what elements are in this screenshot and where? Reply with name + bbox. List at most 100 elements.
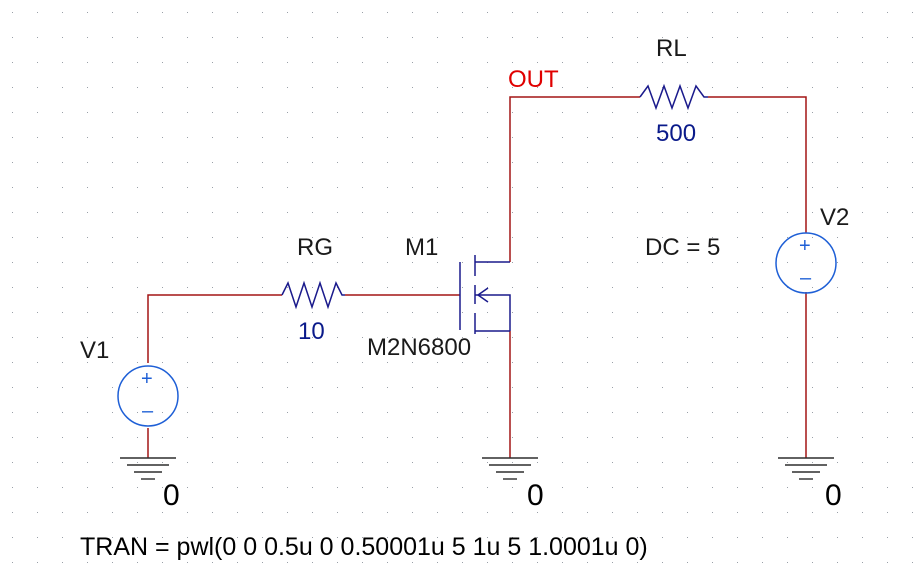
grid-dot [562, 212, 563, 213]
grid-dot [62, 287, 63, 288]
grid-dot [537, 312, 538, 313]
grid-dot [362, 237, 363, 238]
grid-dot [762, 62, 763, 63]
grid-dot [662, 212, 663, 213]
grid-dot [662, 537, 663, 538]
grid-dot [337, 87, 338, 88]
grid-dot [812, 187, 813, 188]
grid-dot [212, 487, 213, 488]
grid-dot [212, 287, 213, 288]
grid-dot [612, 287, 613, 288]
voltage-source-v2[interactable]: + – V2 DC = 5 [645, 204, 849, 294]
grid-dot [612, 337, 613, 338]
grid-dot [187, 37, 188, 38]
grid-dot [62, 387, 63, 388]
grid-dot [37, 412, 38, 413]
resistor-rg-zigzag [281, 280, 345, 310]
grid-dot [787, 12, 788, 13]
grid-dot [237, 387, 238, 388]
grid-dot [187, 137, 188, 138]
grid-dot [662, 237, 663, 238]
grid-dot [487, 562, 488, 563]
grid-dot [237, 137, 238, 138]
grid-dot [712, 512, 713, 513]
grid-dot [812, 237, 813, 238]
grid-dot [87, 412, 88, 413]
grid-dot [837, 87, 838, 88]
grid-dot [587, 87, 588, 88]
grid-dot [187, 187, 188, 188]
grid-dot [862, 37, 863, 38]
grid-dot [437, 562, 438, 563]
grid-dot [462, 562, 463, 563]
grid-dot [512, 312, 513, 313]
grid-dot [862, 87, 863, 88]
grid-dot [262, 37, 263, 38]
grid-dot [437, 87, 438, 88]
voltage-source-v1[interactable]: + – V1 [80, 337, 179, 427]
grid-dot [537, 12, 538, 13]
grid-dot [862, 12, 863, 13]
grid-dot [587, 162, 588, 163]
grid-dot [137, 437, 138, 438]
grid-dot [187, 212, 188, 213]
grid-dot [762, 337, 763, 338]
grid-dot [887, 62, 888, 63]
grid-dot [762, 187, 763, 188]
grid-dot [262, 487, 263, 488]
grid-dot [287, 362, 288, 363]
grid-dot [437, 112, 438, 113]
grid-dot [62, 112, 63, 113]
grid-dot [637, 462, 638, 463]
grid-dot [462, 387, 463, 388]
grid-dot [462, 462, 463, 463]
grid-dot [812, 137, 813, 138]
grid-dot [812, 487, 813, 488]
grid-dot [137, 487, 138, 488]
mosfet-m1[interactable]: M1 M2N6800 [367, 234, 511, 361]
grid-dot [37, 387, 38, 388]
m1-model-label: M2N6800 [367, 334, 471, 361]
grid-dot [387, 87, 388, 88]
grid-dot [687, 512, 688, 513]
v1-plus-sign: + [141, 368, 153, 390]
grid-dot [712, 387, 713, 388]
grid-dot [12, 412, 13, 413]
grid-dot [562, 462, 563, 463]
grid-dot [87, 312, 88, 313]
grid-dot [312, 87, 313, 88]
grid-dot [562, 87, 563, 88]
grid-dot [12, 112, 13, 113]
grid-dot [362, 37, 363, 38]
resistor-rl[interactable]: RL 500 [639, 35, 708, 147]
grid-dot [187, 362, 188, 363]
grid-dot [462, 12, 463, 13]
resistor-rg[interactable]: RG 10 [281, 234, 345, 345]
grid-dot [287, 337, 288, 338]
grid-dot [462, 487, 463, 488]
grid-dot [887, 87, 888, 88]
grid-dot [587, 412, 588, 413]
grid-dot [12, 487, 13, 488]
grid-dot [12, 62, 13, 63]
grid-dot [787, 137, 788, 138]
grid-dot [287, 162, 288, 163]
grid-dot [287, 212, 288, 213]
grid-dot [312, 112, 313, 113]
grid-dot [512, 512, 513, 513]
grid-dot [387, 437, 388, 438]
grid-dot [112, 487, 113, 488]
grid-dot [212, 237, 213, 238]
grid-dot [562, 62, 563, 63]
grid-dot [737, 62, 738, 63]
grid-dot [762, 362, 763, 363]
grid-dot [287, 187, 288, 188]
grid-dot [62, 12, 63, 13]
grid-dot [262, 162, 263, 163]
grid-dot [662, 137, 663, 138]
grid-dot [137, 362, 138, 363]
grid-dot [237, 87, 238, 88]
grid-dot [37, 212, 38, 213]
ground-v1-label: 0 [163, 479, 180, 512]
grid-dot [262, 412, 263, 413]
